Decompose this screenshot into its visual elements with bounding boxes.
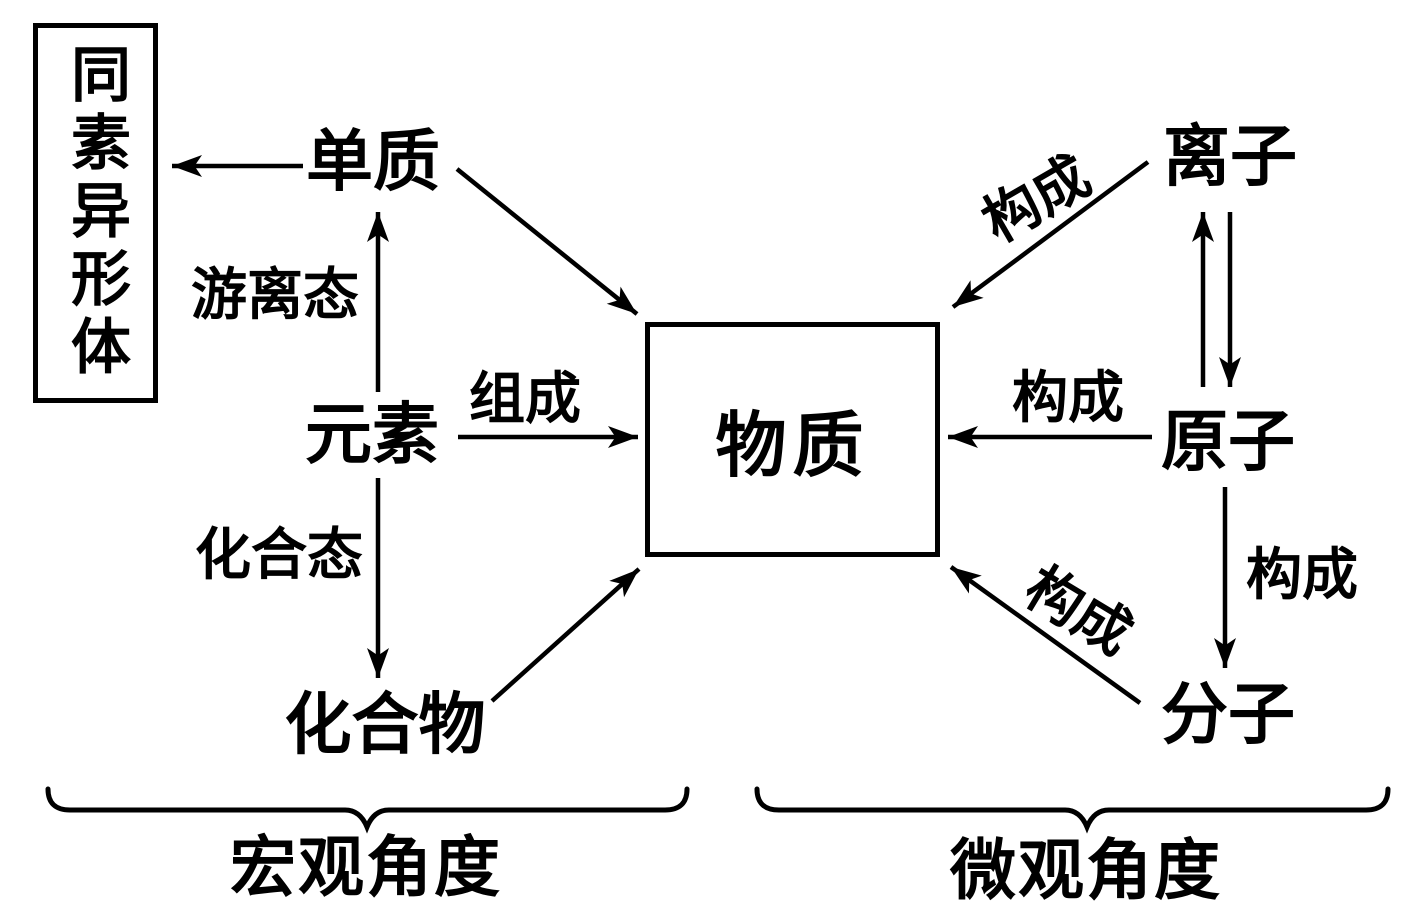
macro-group-label: 宏观角度 xyxy=(230,832,502,905)
arrow-ion-to-matter xyxy=(951,160,1150,309)
matter-label: 物质 xyxy=(715,407,870,486)
allotrope-label: 同素异形体 xyxy=(62,43,129,383)
matter-node-box: 物质 xyxy=(645,322,940,557)
macro-group-brace xyxy=(45,786,690,834)
constitute-atom-edge-label: 构成 xyxy=(1012,368,1124,430)
element-label: 元素 xyxy=(305,398,439,473)
molecule-label: 分子 xyxy=(1161,678,1295,753)
micro-group-brace xyxy=(754,786,1391,834)
atom-label: 原子 xyxy=(1161,405,1295,480)
allotrope-node-box: 同素异形体 xyxy=(33,23,158,403)
arrow-compound-to-matter xyxy=(490,567,641,703)
arrow-simple-substance-to-matter xyxy=(455,167,639,316)
constitute-atom-molecule-edge-label: 构成 xyxy=(1246,545,1358,607)
ion-label: 离子 xyxy=(1163,120,1297,195)
simple-substance-label: 单质 xyxy=(306,125,440,200)
free-state-edge-label: 游离态 xyxy=(191,265,359,327)
combined-state-edge-label: 化合态 xyxy=(195,525,363,587)
compose-edge-label: 组成 xyxy=(469,369,581,431)
micro-group-label: 微观角度 xyxy=(950,835,1222,908)
arrow-molecule-to-matter xyxy=(949,565,1142,705)
compound-label: 化合物 xyxy=(284,688,486,763)
